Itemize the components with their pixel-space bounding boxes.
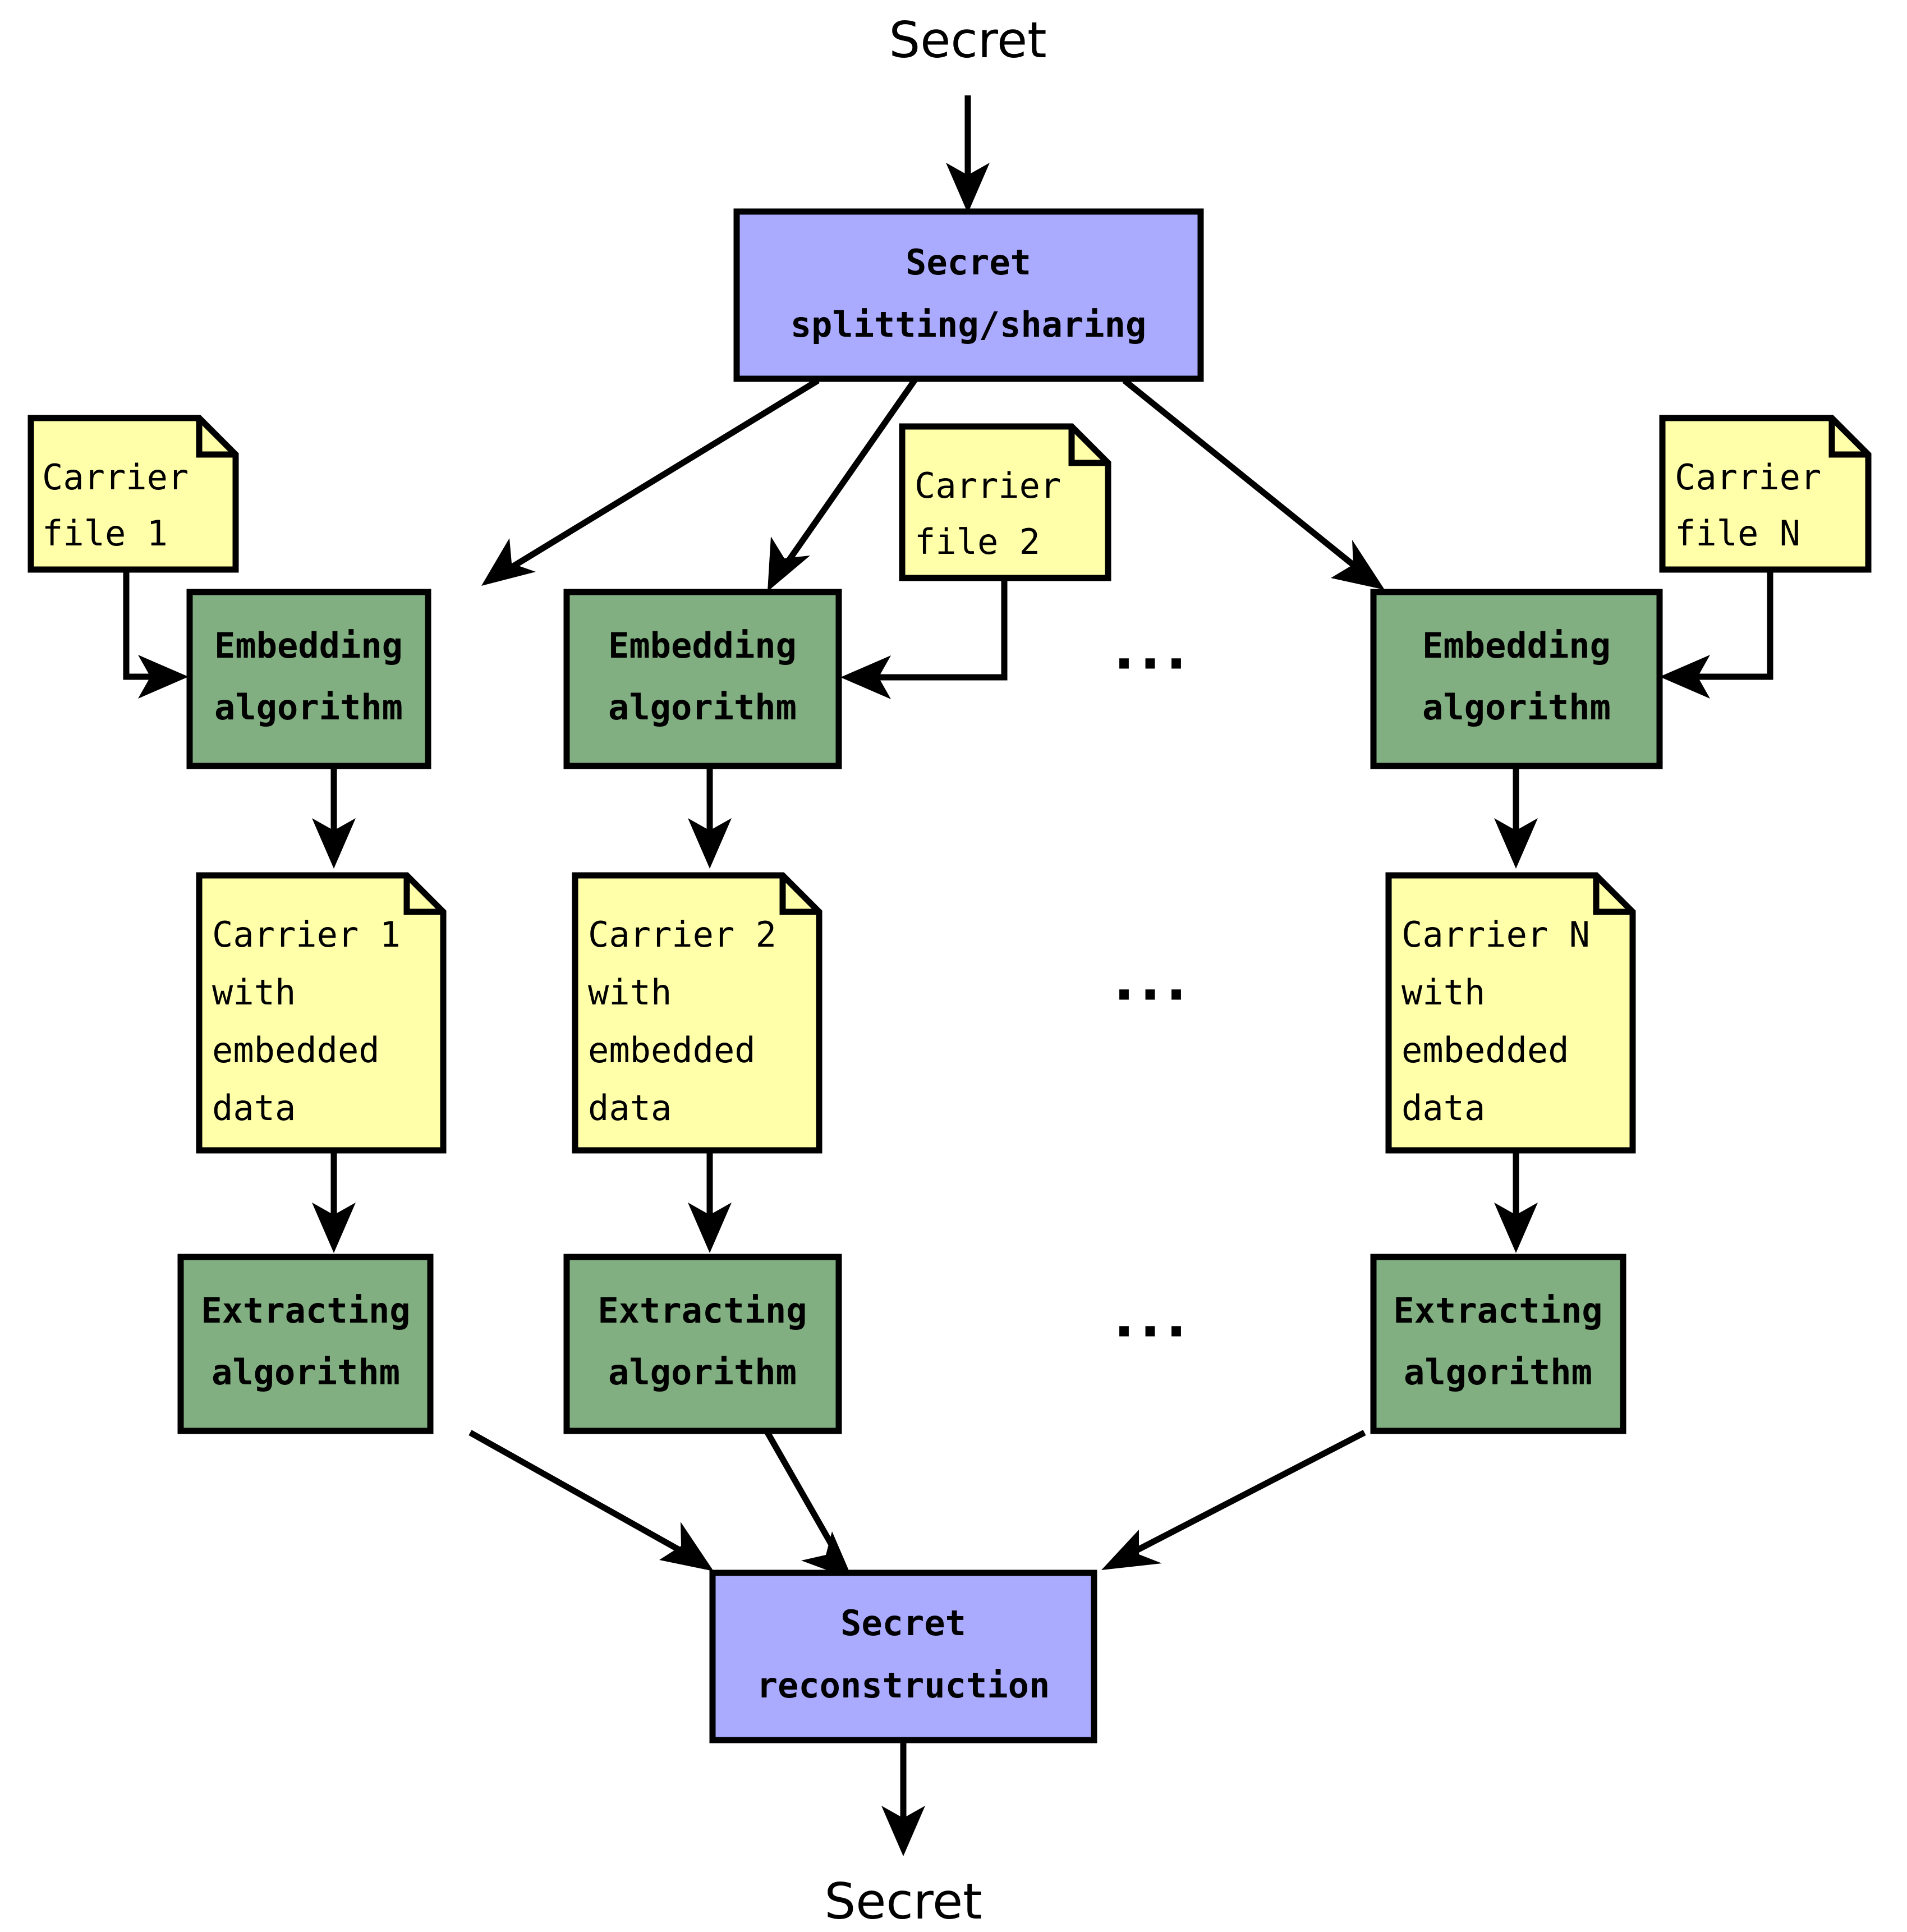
- carrier-file-2-shape[interactable]: [899, 423, 1111, 581]
- edge-carrier1-to-extracting1: [312, 1151, 356, 1253]
- carrier-1-embedded-shape[interactable]: [196, 872, 447, 1154]
- embedding-algorithm-n-label-line1: Embedding: [1422, 625, 1611, 666]
- edge-carrier1-to-embedding1: [123, 570, 189, 699]
- carrier-file-1-shape[interactable]: [27, 415, 239, 573]
- carrier-1-embedded-note[interactable]: Carrier 1 with embedded data: [196, 872, 447, 1154]
- carrier-file-1-label-line1: Carrier: [42, 457, 189, 498]
- extracting-algorithm-n-label-line2: algorithm: [1404, 1352, 1592, 1393]
- embedding-algorithm-1-node[interactable]: Embedding algorithm: [186, 589, 431, 769]
- edge-carrier2-to-embedding2: [840, 578, 1008, 699]
- edge-carriern-to-extractingn: [1494, 1151, 1538, 1253]
- carrier-2-embedded-shape[interactable]: [572, 872, 822, 1154]
- secret-reconstruction-box[interactable]: [709, 1570, 1097, 1743]
- edge-splitting-to-embedding-1: [481, 378, 820, 586]
- secret-splitting-label-line2: splitting/sharing: [791, 304, 1147, 345]
- carrier-2-embedded-label-line3: embedded: [588, 1030, 756, 1071]
- edge-extractingn-to-reconstruction: [1101, 1430, 1366, 1570]
- carrier-2-embedded-note[interactable]: Carrier 2 with embedded data: [572, 872, 822, 1154]
- extracting-algorithm-2-label-line1: Extracting: [598, 1290, 807, 1331]
- embedding-algorithm-n-node[interactable]: Embedding algorithm: [1370, 589, 1663, 769]
- edge-splitting-to-embedding-2: [768, 378, 917, 591]
- embedding-algorithm-2-label-line2: algorithm: [608, 687, 797, 728]
- ellipsis-extracting-row: ...: [1114, 1286, 1192, 1349]
- carrier-file-n-note[interactable]: Carrier file N: [1659, 415, 1872, 573]
- carrier-n-embedded-label-line2: with: [1401, 972, 1485, 1013]
- extracting-algorithm-2-label-line2: algorithm: [608, 1352, 797, 1393]
- carrier-file-2-label-line1: Carrier: [915, 465, 1061, 506]
- carrier-2-embedded-label-line1: Carrier 2: [588, 914, 776, 955]
- edge-reconstruction-to-secret: [881, 1741, 925, 1856]
- carrier-1-embedded-label-line1: Carrier 1: [212, 914, 401, 955]
- secret-reconstruction-node[interactable]: Secret reconstruction: [709, 1570, 1097, 1743]
- carrier-file-1-label-line2: file 1: [42, 513, 168, 554]
- extracting-algorithm-1-box[interactable]: [177, 1254, 434, 1434]
- carrier-file-n-label-line2: file N: [1675, 513, 1800, 554]
- embedding-algorithm-2-node[interactable]: Embedding algorithm: [563, 589, 842, 769]
- embedding-algorithm-n-label-line2: algorithm: [1422, 687, 1611, 728]
- secret-reconstruction-label-line1: Secret: [840, 1603, 966, 1644]
- edge-extracting1-to-reconstruction: [468, 1430, 714, 1571]
- edge-secret-to-splitting: [946, 95, 990, 213]
- carrier-file-1-note[interactable]: Carrier file 1: [27, 415, 239, 573]
- secret-splitting-label-line1: Secret: [906, 242, 1031, 283]
- extracting-algorithm-2-node[interactable]: Extracting algorithm: [563, 1254, 842, 1434]
- edge-embeddingn-to-carriern: [1494, 768, 1538, 869]
- embedding-algorithm-1-label-line2: algorithm: [214, 687, 403, 728]
- edge-extracting2-to-reconstruction: [765, 1431, 853, 1580]
- edge-embedding1-to-carrier1: [312, 768, 356, 869]
- carrier-1-embedded-label-line4: data: [212, 1087, 296, 1128]
- carrier-n-embedded-note[interactable]: Carrier N with embedded data: [1385, 872, 1636, 1154]
- carrier-n-embedded-label-line1: Carrier N: [1401, 914, 1590, 955]
- carrier-file-2-note[interactable]: Carrier file 2: [899, 423, 1111, 581]
- carrier-file-2-label-line2: file 2: [915, 521, 1040, 562]
- embedding-algorithm-1-box[interactable]: [186, 589, 431, 769]
- embedding-algorithm-2-label-line1: Embedding: [608, 625, 797, 666]
- extracting-algorithm-2-box[interactable]: [563, 1254, 842, 1434]
- carrier-1-embedded-label-line3: embedded: [212, 1030, 380, 1071]
- carrier-file-n-shape[interactable]: [1659, 415, 1872, 573]
- ellipsis-carrier-row: ...: [1114, 949, 1192, 1012]
- secret-splitting-node[interactable]: Secret splitting/sharing: [733, 208, 1204, 382]
- extracting-algorithm-1-label-line2: algorithm: [212, 1352, 400, 1393]
- input-secret-label: Secret: [889, 11, 1046, 69]
- carrier-file-n-label-line1: Carrier: [1675, 457, 1821, 498]
- extracting-algorithm-n-node[interactable]: Extracting algorithm: [1370, 1254, 1626, 1434]
- extracting-algorithm-n-label-line1: Extracting: [1393, 1290, 1602, 1331]
- secret-reconstruction-label-line2: reconstruction: [757, 1665, 1050, 1706]
- secret-splitting-box[interactable]: [733, 208, 1204, 382]
- extracting-algorithm-1-node[interactable]: Extracting algorithm: [177, 1254, 434, 1434]
- carrier-n-embedded-label-line4: data: [1401, 1087, 1485, 1128]
- embedding-algorithm-1-label-line1: Embedding: [214, 625, 403, 666]
- edge-embedding2-to-carrier2: [688, 768, 732, 869]
- extracting-algorithm-n-box[interactable]: [1370, 1254, 1626, 1434]
- output-secret-label: Secret: [824, 1873, 982, 1930]
- embedding-algorithm-n-box[interactable]: [1370, 589, 1663, 769]
- ellipsis-embedding-row: ...: [1114, 618, 1192, 681]
- embedding-algorithm-2-box[interactable]: [563, 589, 842, 769]
- extracting-algorithm-1-label-line1: Extracting: [201, 1290, 410, 1331]
- edge-splitting-to-embedding-n: [1122, 378, 1385, 590]
- carrier-2-embedded-label-line2: with: [588, 972, 672, 1013]
- carrier-1-embedded-label-line2: with: [212, 972, 296, 1013]
- carrier-2-embedded-label-line4: data: [588, 1087, 672, 1128]
- carrier-n-embedded-shape[interactable]: [1385, 872, 1636, 1154]
- edge-carriern-to-embeddingn: [1660, 570, 1773, 699]
- carrier-n-embedded-label-line3: embedded: [1401, 1030, 1569, 1071]
- edge-carrier2-to-extracting2: [688, 1151, 732, 1253]
